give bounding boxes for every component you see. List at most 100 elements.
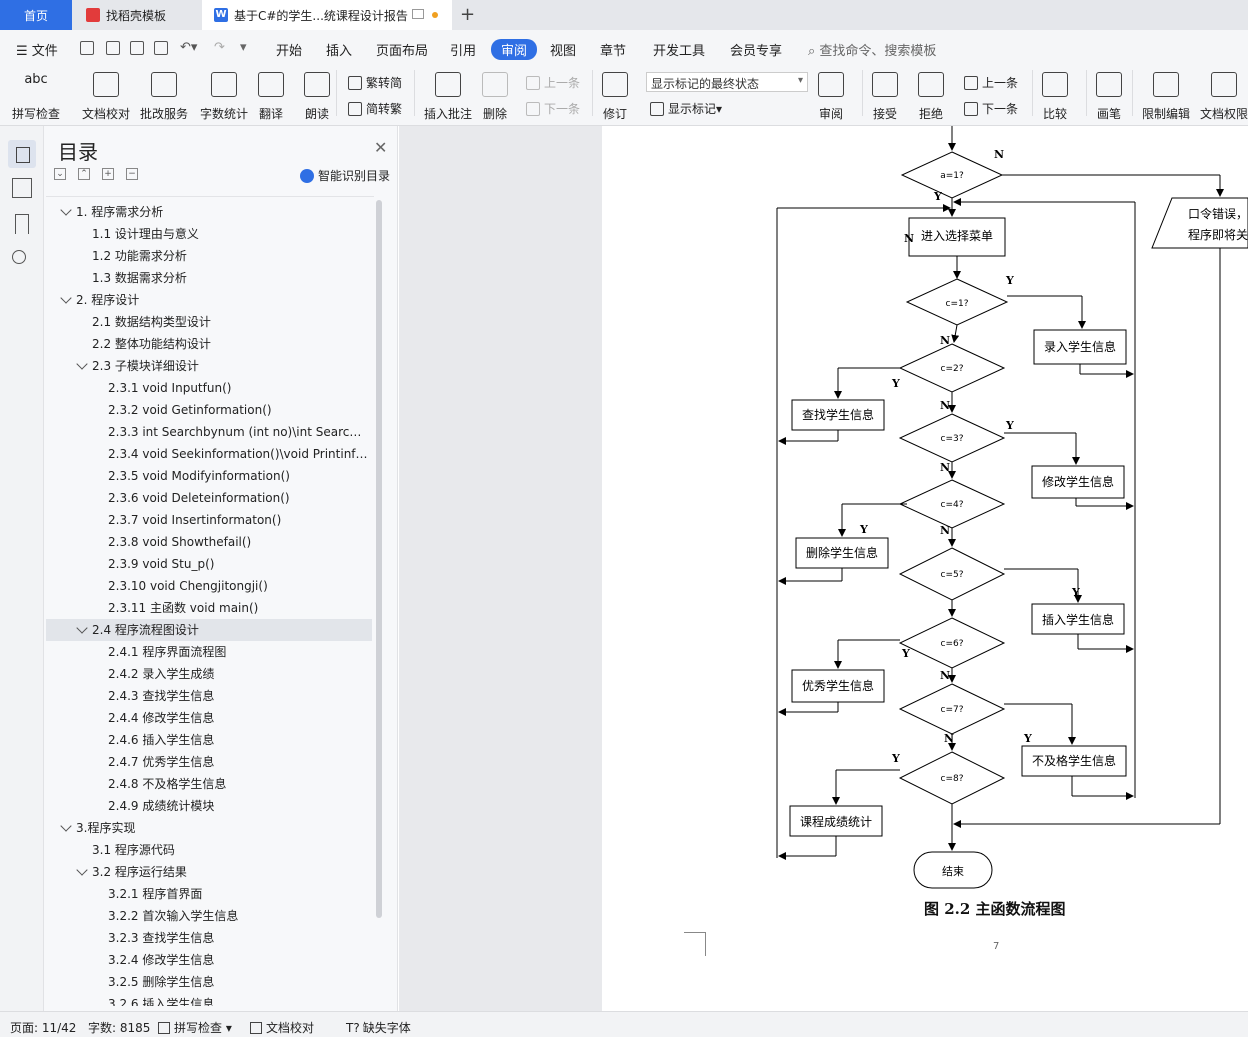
toc-item[interactable]: 1.3 数据需求分析 [46, 267, 372, 289]
toc-item[interactable]: 2.4.6 插入学生信息 [46, 729, 372, 751]
insert-comment-button[interactable]: 插入批注 [424, 70, 472, 122]
next-change-button[interactable]: 下一条 [964, 100, 1018, 117]
bookmark-icon[interactable] [15, 214, 29, 234]
toc-item[interactable]: 3.2.2 首次输入学生信息 [46, 905, 372, 927]
accept-button[interactable]: 接受 [872, 70, 898, 122]
toc-item[interactable]: 3.1 程序源代码 [46, 839, 372, 861]
toc-item[interactable]: 2.1 数据结构类型设计 [46, 311, 372, 333]
toc-item[interactable]: 3.2.4 修改学生信息 [46, 949, 372, 971]
toc-item[interactable]: 2.3.3 int Searchbynum (int no)\int Searc… [46, 421, 372, 443]
restrict-edit-button[interactable]: 限制编辑 [1142, 70, 1190, 122]
menu-review[interactable]: 审阅 [491, 39, 538, 60]
toc-item[interactable]: 1. 程序需求分析 [46, 201, 372, 223]
add-heading-icon[interactable]: + [102, 168, 114, 180]
chevron-down-icon[interactable] [76, 864, 88, 876]
prev-comment-button[interactable]: 上一条 [526, 74, 580, 91]
toc-item[interactable]: 1.1 设计理由与意义 [46, 223, 372, 245]
chevron-down-icon[interactable] [76, 358, 88, 370]
new-tab-button[interactable]: + [460, 4, 476, 25]
chapter-nav-icon[interactable] [12, 178, 32, 198]
toc-item[interactable]: 2. 程序设计 [46, 289, 372, 311]
print-icon[interactable] [130, 41, 144, 55]
toc-item[interactable]: 2.3 子模块详细设计 [46, 355, 372, 377]
toc-item[interactable]: 3.2.6 插入学生信息 [46, 993, 372, 1006]
compare-button[interactable]: 比较 [1042, 70, 1068, 122]
spellcheck-button[interactable]: abc 拼写检查 [12, 70, 60, 122]
collapse-all-icon[interactable]: ⌄ [54, 168, 66, 180]
save-icon[interactable] [80, 41, 94, 55]
menu-references[interactable]: 引用 [450, 44, 477, 59]
toc-item[interactable]: 2.2 整体功能结构设计 [46, 333, 372, 355]
expand-up-icon[interactable]: ⌃ [78, 168, 90, 180]
page-indicator[interactable]: 页面: 11/42 [10, 1021, 77, 1035]
next-comment-button[interactable]: 下一条 [526, 100, 580, 117]
toc-item[interactable]: 2.4.4 修改学生信息 [46, 707, 372, 729]
prev-change-button[interactable]: 上一条 [964, 74, 1018, 91]
menu-view[interactable]: 视图 [550, 44, 577, 59]
translate-button[interactable]: 翻译 [258, 70, 284, 122]
status-missing-font[interactable]: T?缺失字体 [346, 1019, 411, 1036]
to-traditional-button[interactable]: 繁转简 [348, 74, 402, 91]
word-count-button[interactable]: 字数统计 [200, 70, 248, 122]
status-doc-proof[interactable]: 文档校对 [250, 1019, 314, 1036]
reject-button[interactable]: 拒绝 [918, 70, 944, 122]
toc-item[interactable]: 3.程序实现 [46, 817, 372, 839]
chevron-down-icon[interactable] [60, 820, 72, 832]
screen-icon[interactable] [412, 9, 424, 19]
word-count[interactable]: 字数: 8185 [88, 1021, 151, 1035]
undo-icon[interactable]: ↶▾ [180, 40, 198, 55]
review-pane-button[interactable]: 审阅 [818, 70, 844, 122]
toc-item[interactable]: 2.4.1 程序界面流程图 [46, 641, 372, 663]
pen-button[interactable]: 画笔 [1096, 70, 1122, 122]
to-simplified-button[interactable]: 简转繁 [348, 100, 402, 117]
delete-comment-button[interactable]: 删除 [482, 70, 508, 122]
menu-chapter[interactable]: 章节 [600, 44, 627, 59]
toc-icon[interactable] [8, 140, 36, 168]
toc-item[interactable]: 2.4.8 不及格学生信息 [46, 773, 372, 795]
toc-item[interactable]: 2.4 程序流程图设计 [46, 619, 372, 641]
toc-item[interactable]: 2.3.11 主函数 void main() [46, 597, 372, 619]
export-pdf-icon[interactable] [106, 41, 120, 55]
close-icon[interactable]: ✕ [374, 138, 388, 157]
revise-service-button[interactable]: 批改服务 [140, 70, 188, 122]
toc-item[interactable]: 2.3.8 void Showthefail() [46, 531, 372, 553]
chevron-down-icon[interactable] [76, 622, 88, 634]
toc-item[interactable]: 3.2.1 程序首界面 [46, 883, 372, 905]
redo-icon[interactable]: ↷ [214, 40, 225, 55]
toc-item[interactable]: 2.4.3 查找学生信息 [46, 685, 372, 707]
tab-document[interactable]: W 基于C#的学生...统课程设计报告 [202, 0, 452, 30]
menu-start[interactable]: 开始 [276, 44, 303, 59]
doc-proof-button[interactable]: 文档校对 [82, 70, 130, 122]
command-search[interactable]: ⌕ 查找命令、搜索模板 [808, 40, 936, 59]
toc-item[interactable]: 2.3.6 void Deleteinformation() [46, 487, 372, 509]
toc-item[interactable]: 3.2 程序运行结果 [46, 861, 372, 883]
tab-home[interactable]: 首页 [0, 0, 72, 30]
smart-toc-button[interactable]: 智能识别目录 [300, 167, 390, 184]
menu-page-layout[interactable]: 页面布局 [376, 44, 429, 59]
show-markup-button[interactable]: 显示标记 ▾ [650, 100, 722, 117]
menu-file[interactable]: ☰ 文件 [16, 44, 58, 59]
status-spellcheck[interactable]: 拼写检查 ▾ [158, 1019, 232, 1036]
toc-item[interactable]: 1.2 功能需求分析 [46, 245, 372, 267]
toc-item[interactable]: 2.3.5 void Modifyinformation() [46, 465, 372, 487]
track-changes-button[interactable]: 修订 [602, 70, 628, 122]
toc-item[interactable]: 2.3.9 void Stu_p() [46, 553, 372, 575]
toc-item[interactable]: 2.4.9 成绩统计模块 [46, 795, 372, 817]
toc-item[interactable]: 2.4.2 录入学生成绩 [46, 663, 372, 685]
toc-item[interactable]: 2.4.7 优秀学生信息 [46, 751, 372, 773]
menu-insert[interactable]: 插入 [326, 44, 353, 59]
chevron-down-icon[interactable] [60, 292, 72, 304]
read-aloud-button[interactable]: 朗读 [304, 70, 330, 122]
toc-item[interactable]: 2.3.7 void Insertinformaton() [46, 509, 372, 531]
menu-dev-tools[interactable]: 开发工具 [653, 44, 706, 59]
toc-item[interactable]: 2.3.1 void Inputfun() [46, 377, 372, 399]
remove-heading-icon[interactable]: − [126, 168, 138, 180]
toc-item[interactable]: 3.2.5 删除学生信息 [46, 971, 372, 993]
search-icon[interactable] [12, 250, 26, 264]
print-preview-icon[interactable] [154, 41, 168, 55]
tab-template[interactable]: 找稻壳模板 [74, 0, 200, 30]
chevron-down-icon[interactable] [60, 204, 72, 216]
menu-member[interactable]: 会员专享 [730, 44, 783, 59]
toc-item[interactable]: 3.2.3 查找学生信息 [46, 927, 372, 949]
toc-item[interactable]: 2.3.10 void Chengjitongji() [46, 575, 372, 597]
